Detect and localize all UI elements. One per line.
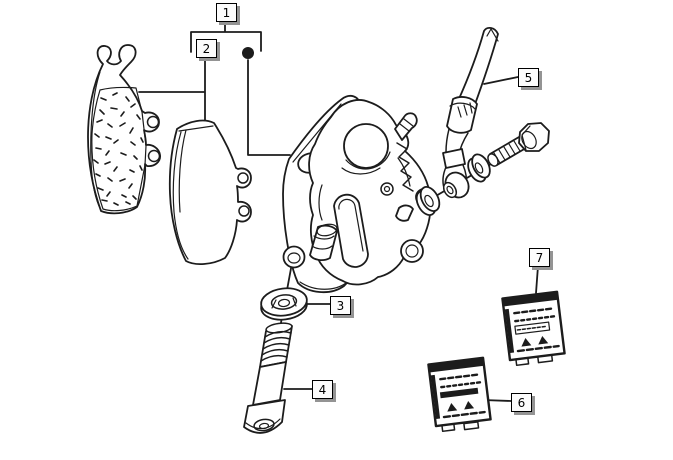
warning-label-6-drawing: [427, 356, 492, 433]
brake-hose-drawing: [442, 27, 499, 199]
banjo-bolt-drawing: [487, 122, 550, 167]
callout-3[interactable]: 3: [330, 296, 351, 315]
callout-ref-dot: [242, 47, 254, 59]
brake-caliper-drawing: [282, 94, 433, 293]
washer-drawing: [260, 287, 308, 321]
callout-2[interactable]: 2: [196, 39, 217, 58]
callout-4[interactable]: 4: [312, 380, 333, 399]
brake-pad-rear-drawing: [168, 119, 252, 265]
callout-6[interactable]: 6: [511, 393, 532, 412]
callout-5[interactable]: 5: [518, 68, 539, 87]
banjo-washers-drawing: [415, 153, 491, 216]
callout-7[interactable]: 7: [529, 248, 550, 267]
callout-1[interactable]: 1: [216, 3, 237, 22]
warning-label-7-drawing: [501, 290, 566, 367]
brake-pad-front-drawing: [87, 44, 161, 215]
caliper-bolt-drawing: [243, 322, 293, 434]
